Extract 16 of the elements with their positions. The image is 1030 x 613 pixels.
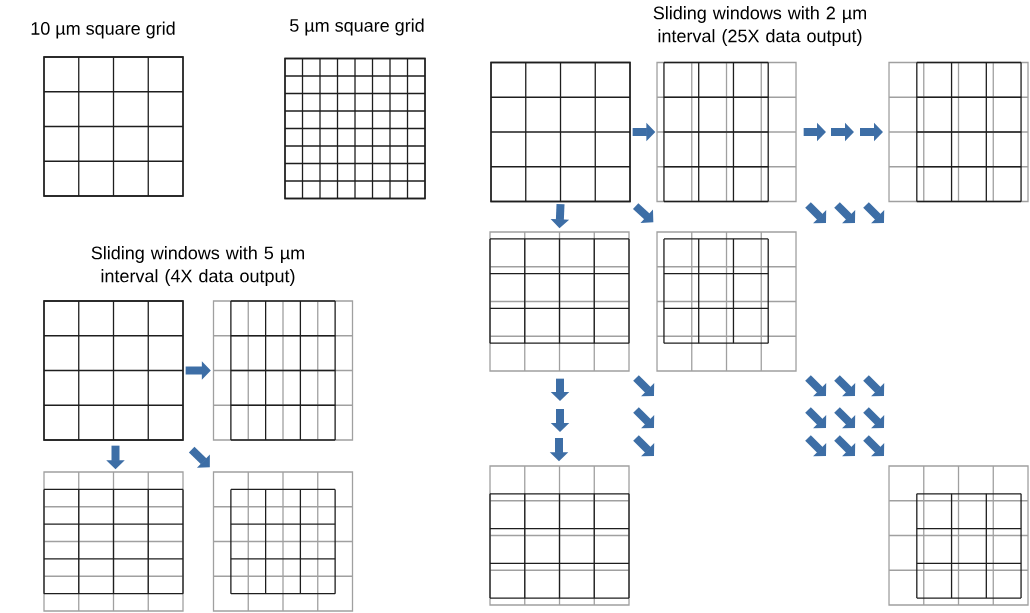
- grid-drawing: [43, 300, 184, 441]
- grid-drawing: [888, 465, 1029, 606]
- grid-drawing: [656, 231, 797, 372]
- heading: Sliding windows with 2 µm interval (25X data output): [653, 6, 866, 46]
- grid-title: 5 µm square grid: [290, 18, 424, 36]
- grid-drawing: [888, 61, 1029, 203]
- grid-drawing: [212, 471, 354, 612]
- grid-drawing: [656, 61, 797, 203]
- grid-drawing: [489, 465, 630, 606]
- grid-drawing: [490, 61, 631, 203]
- grid-drawing: [489, 231, 630, 372]
- heading: Sliding windows with 5 µm interval (4X data output): [91, 246, 304, 286]
- block-arrow: [188, 446, 210, 468]
- grid-drawing: [212, 300, 354, 441]
- grid-drawing: [43, 471, 184, 612]
- grid-title: 10 µm square grid: [31, 21, 175, 39]
